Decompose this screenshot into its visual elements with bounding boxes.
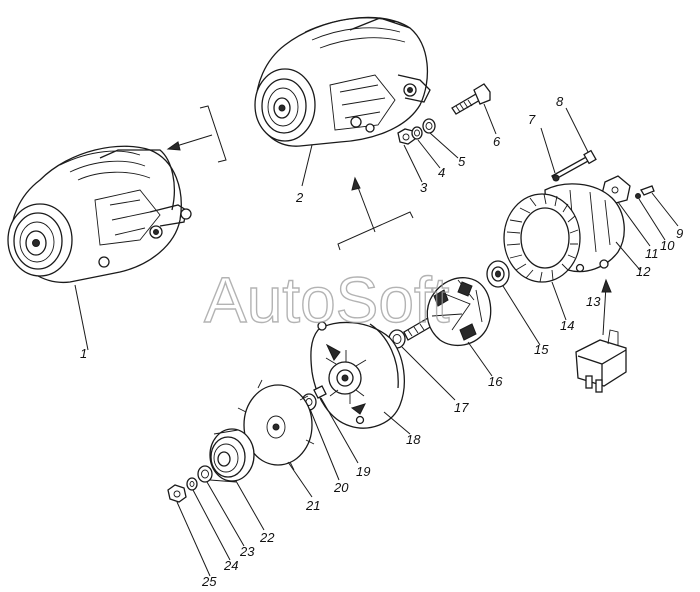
spacer-part-19 [313,385,327,399]
part-number-labels: 1 2 3 4 5 6 7 8 9 10 11 12 13 14 15 16 1… [80,94,683,589]
alternator-assembled-view-2 [254,16,431,147]
part-label-13: 13 [586,294,601,309]
spring-washer-part-24 [186,477,198,491]
part-label-5: 5 [458,154,466,169]
part-label-9: 9 [676,226,683,241]
pulley-nut-part-25 [167,484,187,503]
part-label-16: 16 [488,374,503,389]
part-label-25: 25 [201,574,217,589]
alternator-assembled-view-1 [7,145,192,283]
pulley-part-22 [209,428,255,483]
washer-part-7 [552,174,560,182]
part-label-1: 1 [80,346,87,361]
screw-part-9 [640,185,655,196]
screw-part-8 [551,149,597,181]
part-label-2: 2 [295,190,304,205]
regulator-insert-arrow [601,278,612,336]
part-label-15: 15 [534,342,549,357]
view-transition-arrow-up [337,176,414,251]
bearing-part-15 [486,260,510,288]
part-label-11: 11 [645,246,659,261]
front-cover-part-18 [310,321,405,429]
spring-washer-part-4 [411,126,423,140]
part-label-23: 23 [239,544,255,559]
part-label-19: 19 [356,464,370,479]
flat-washer-part-5 [422,118,436,134]
part-label-10: 10 [660,238,675,253]
part-label-20: 20 [333,480,349,495]
part-label-18: 18 [406,432,421,447]
leader-lines [74,103,679,577]
part-label-3: 3 [420,180,428,195]
washer-part-10 [635,193,641,199]
part-label-24: 24 [223,558,238,573]
part-label-22: 22 [259,530,275,545]
part-label-7: 7 [528,112,536,127]
stator-part-14 [503,193,581,283]
fan-part-21 [237,379,315,471]
rotor-part-16 [403,277,492,347]
washer-part-23 [197,465,213,483]
part-label-21: 21 [305,498,320,513]
voltage-regulator-part-13 [575,329,627,393]
part-label-4: 4 [438,165,445,180]
view-transition-arrow-left [166,105,227,163]
part-label-17: 17 [454,400,469,415]
watermark-text: AutoSoft [204,264,450,336]
mounting-bolt-part-6 [451,83,491,115]
part-label-14: 14 [560,318,574,333]
part-label-6: 6 [493,134,501,149]
part-label-8: 8 [556,94,564,109]
part-label-12: 12 [636,264,651,279]
